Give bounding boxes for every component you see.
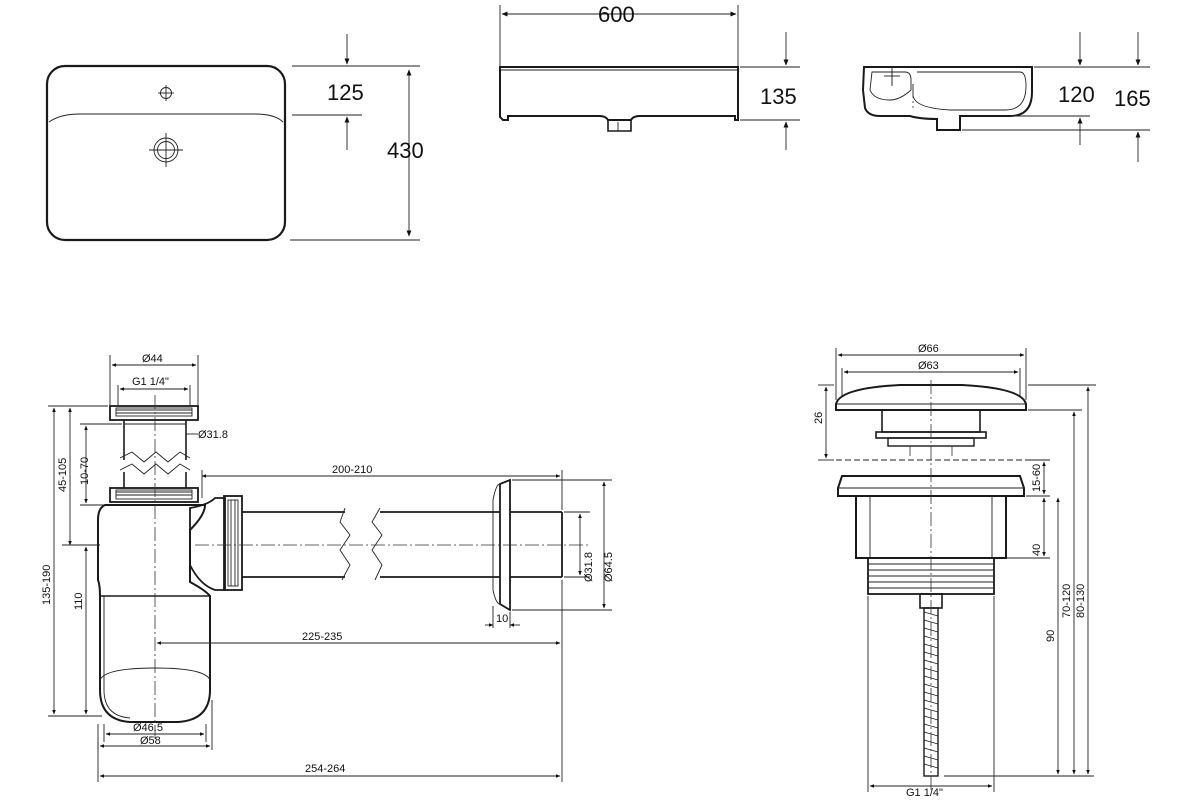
dim-basin-length: 600: [598, 2, 635, 27]
siphon-body: [97, 504, 211, 723]
dim-siphon-inlet-diameter: Ø31.8: [198, 429, 228, 441]
dim-siphon-rosette-diameter: Ø64.5: [603, 552, 615, 582]
dim-drain-cap-height: 26: [813, 412, 825, 424]
dim-siphon-outlet-length: 225-235: [302, 631, 342, 643]
dim-siphon-adj-a: 45-105: [57, 458, 69, 492]
basin-bowl-edge: [48, 113, 284, 123]
dim-side-outer: 165: [1114, 86, 1151, 111]
basin-side-view: 120 165: [861, 32, 1151, 162]
dim-siphon-pipe-length: 200-210: [332, 464, 372, 476]
tap-hole-icon: [158, 85, 174, 101]
siphon-drawing: Ø44 G1 1/4" Ø31.8: [41, 353, 615, 782]
basin-outline: [45, 64, 287, 242]
dim-basin-width: 430: [387, 138, 424, 163]
dim-drain-range-b: 80-130: [1075, 584, 1087, 618]
dim-drain-cap-inner: Ø63: [918, 360, 939, 372]
dim-siphon-adj-b: 10-70: [79, 457, 91, 485]
dim-basin-depth: 125: [327, 80, 364, 105]
dim-drain-range-a: 70-120: [1061, 584, 1073, 618]
dim-drain-thread: G1 1/4": [906, 787, 943, 799]
drain-cap: [835, 384, 1027, 411]
dim-siphon-total-height: 135-190: [41, 565, 53, 605]
dim-drain-cap-outer: Ø66: [918, 343, 939, 355]
dim-siphon-rosette-width: 10: [496, 613, 508, 625]
dim-siphon-top-diameter: Ø44: [142, 353, 163, 365]
basin-front-outline: [499, 66, 739, 121]
basin-top-view: 125 430: [45, 34, 424, 242]
dim-siphon-total-length: 254-264: [305, 763, 345, 775]
dim-side-inner: 120: [1058, 82, 1095, 107]
dim-siphon-pipe-diameter: Ø31.8: [583, 552, 595, 582]
drain-hole-icon: [149, 133, 183, 167]
basin-front-view: 600 135: [499, 2, 800, 150]
dim-basin-height: 135: [760, 84, 797, 109]
dim-drain-body-height: 40: [1031, 544, 1043, 556]
drain-valve-drawing: Ø66 Ø63: [813, 343, 1096, 799]
dim-siphon-top-thread: G1 1/4": [132, 376, 169, 388]
dim-drain-gap: 15-60: [1031, 464, 1043, 492]
dim-siphon-cup-inner: Ø46.5: [133, 722, 163, 734]
dim-drain-thread-height: 90: [1045, 630, 1057, 642]
dim-siphon-cup-outer: Ø58: [140, 735, 161, 747]
dim-siphon-body-height: 110: [73, 592, 85, 610]
basin-side-outline: [861, 66, 1033, 131]
